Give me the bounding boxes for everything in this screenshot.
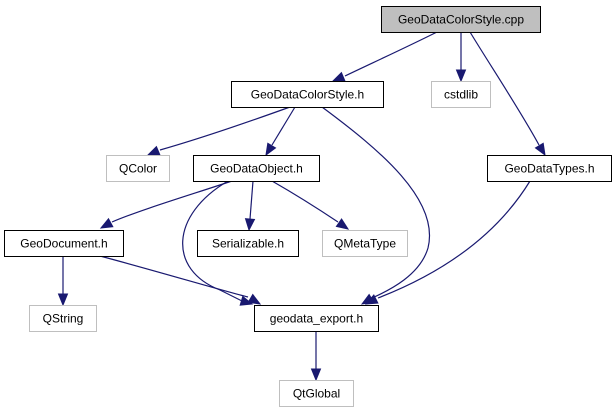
- edges-layer: [57, 31, 546, 382]
- node-label: Serializable.h: [212, 237, 284, 251]
- node-box: [254, 305, 379, 332]
- node-geodata-export-h[interactable]: geodata_export.h: [254, 305, 379, 332]
- node-label: GeoDataTypes.h: [504, 162, 594, 176]
- edge-geodatacolorstyle-h-to-qcolor: [146, 106, 291, 156]
- edge-line: [159, 106, 291, 151]
- node-box: [193, 155, 320, 182]
- edge-line: [321, 106, 431, 299]
- edge-line: [99, 255, 249, 298]
- arrowhead-icon: [247, 293, 262, 305]
- node-geodataobject-h[interactable]: GeoDataObject.h: [193, 155, 320, 182]
- arrowhead-icon: [455, 69, 467, 83]
- edge-geodatatypes-h-to-geodata-export-h: [364, 180, 531, 305]
- arrowhead-icon: [146, 145, 161, 156]
- arrowhead-icon: [335, 218, 350, 230]
- node-qcolor: QColor: [106, 155, 170, 182]
- edge-geodataobject-h-to-serializable-h: [244, 180, 256, 232]
- node-box: [487, 155, 612, 182]
- edge-line: [344, 31, 438, 77]
- edge-line: [111, 180, 233, 223]
- node-label: GeoDocument.h: [20, 237, 107, 251]
- node-box: [279, 380, 354, 407]
- node-serializable-h[interactable]: Serializable.h: [197, 230, 299, 257]
- node-label: GeoDataColorStyle.h: [251, 88, 364, 102]
- node-box: [197, 230, 299, 257]
- arrowhead-icon: [310, 368, 322, 382]
- node-box: [106, 155, 170, 182]
- arrowhead-icon: [534, 142, 546, 157]
- node-label: GeoDataColorStyle.cpp: [398, 13, 524, 27]
- nodes-layer: GeoDataColorStyle.cppGeoDataColorStyle.h…: [4, 6, 612, 407]
- node-label: QMetaType: [334, 237, 396, 251]
- node-box: [381, 6, 541, 33]
- edge-line: [271, 106, 296, 146]
- node-label: QtGlobal: [293, 387, 340, 401]
- edge-geodataobject-h-to-geodocument-h: [99, 180, 233, 229]
- node-qstring: QString: [29, 305, 97, 332]
- node-label: geodata_export.h: [270, 312, 363, 326]
- node-box: [322, 230, 408, 257]
- edge-geodata-export-h-to-qtglobal: [310, 331, 322, 382]
- edge-geodataobject-h-to-geodata-export-h: [182, 180, 254, 306]
- node-geodatacolorstyle-cpp[interactable]: GeoDataColorStyle.cpp: [381, 6, 541, 33]
- arrowhead-icon: [239, 295, 254, 306]
- edge-geodatacolorstyle-cpp-to-geodatatypes-h: [469, 31, 546, 157]
- arrowhead-icon: [57, 293, 69, 307]
- edge-geodocument-h-to-geodata-export-h: [99, 255, 262, 305]
- node-box: [29, 305, 97, 332]
- edge-line: [377, 180, 531, 299]
- node-qtglobal: QtGlobal: [279, 380, 354, 407]
- node-label: cstdlib: [444, 88, 478, 102]
- edge-geodatacolorstyle-h-to-geodata-export-h: [321, 106, 431, 305]
- edge-geodatacolorstyle-cpp-to-cstdlib: [455, 32, 467, 83]
- arrowhead-icon: [364, 294, 379, 305]
- edge-line: [469, 31, 540, 146]
- edge-geodatacolorstyle-h-to-geodataobject-h: [265, 106, 296, 157]
- node-box: [431, 81, 491, 108]
- node-box: [231, 81, 384, 108]
- edge-geodocument-h-to-qstring: [57, 256, 69, 307]
- edge-line: [249, 180, 254, 220]
- edge-line: [271, 180, 339, 223]
- edge-line: [182, 180, 243, 302]
- edge-geodataobject-h-to-qmetatype: [271, 180, 350, 230]
- node-geodatatypes-h[interactable]: GeoDataTypes.h: [487, 155, 612, 182]
- arrowhead-icon: [265, 142, 277, 157]
- node-geodocument-h[interactable]: GeoDocument.h: [4, 230, 124, 257]
- node-geodatacolorstyle-h[interactable]: GeoDataColorStyle.h: [231, 81, 384, 108]
- edge-geodatacolorstyle-cpp-to-geodatacolorstyle-h: [331, 31, 438, 82]
- node-cstdlib: cstdlib: [431, 81, 491, 108]
- node-box: [4, 230, 124, 257]
- node-qmetatype: QMetaType: [322, 230, 408, 257]
- arrowhead-icon: [331, 71, 346, 82]
- arrowhead-icon: [99, 217, 114, 229]
- node-label: GeoDataObject.h: [210, 162, 303, 176]
- node-label: QString: [43, 312, 84, 326]
- arrowhead-icon: [244, 218, 256, 232]
- node-label: QColor: [119, 162, 157, 176]
